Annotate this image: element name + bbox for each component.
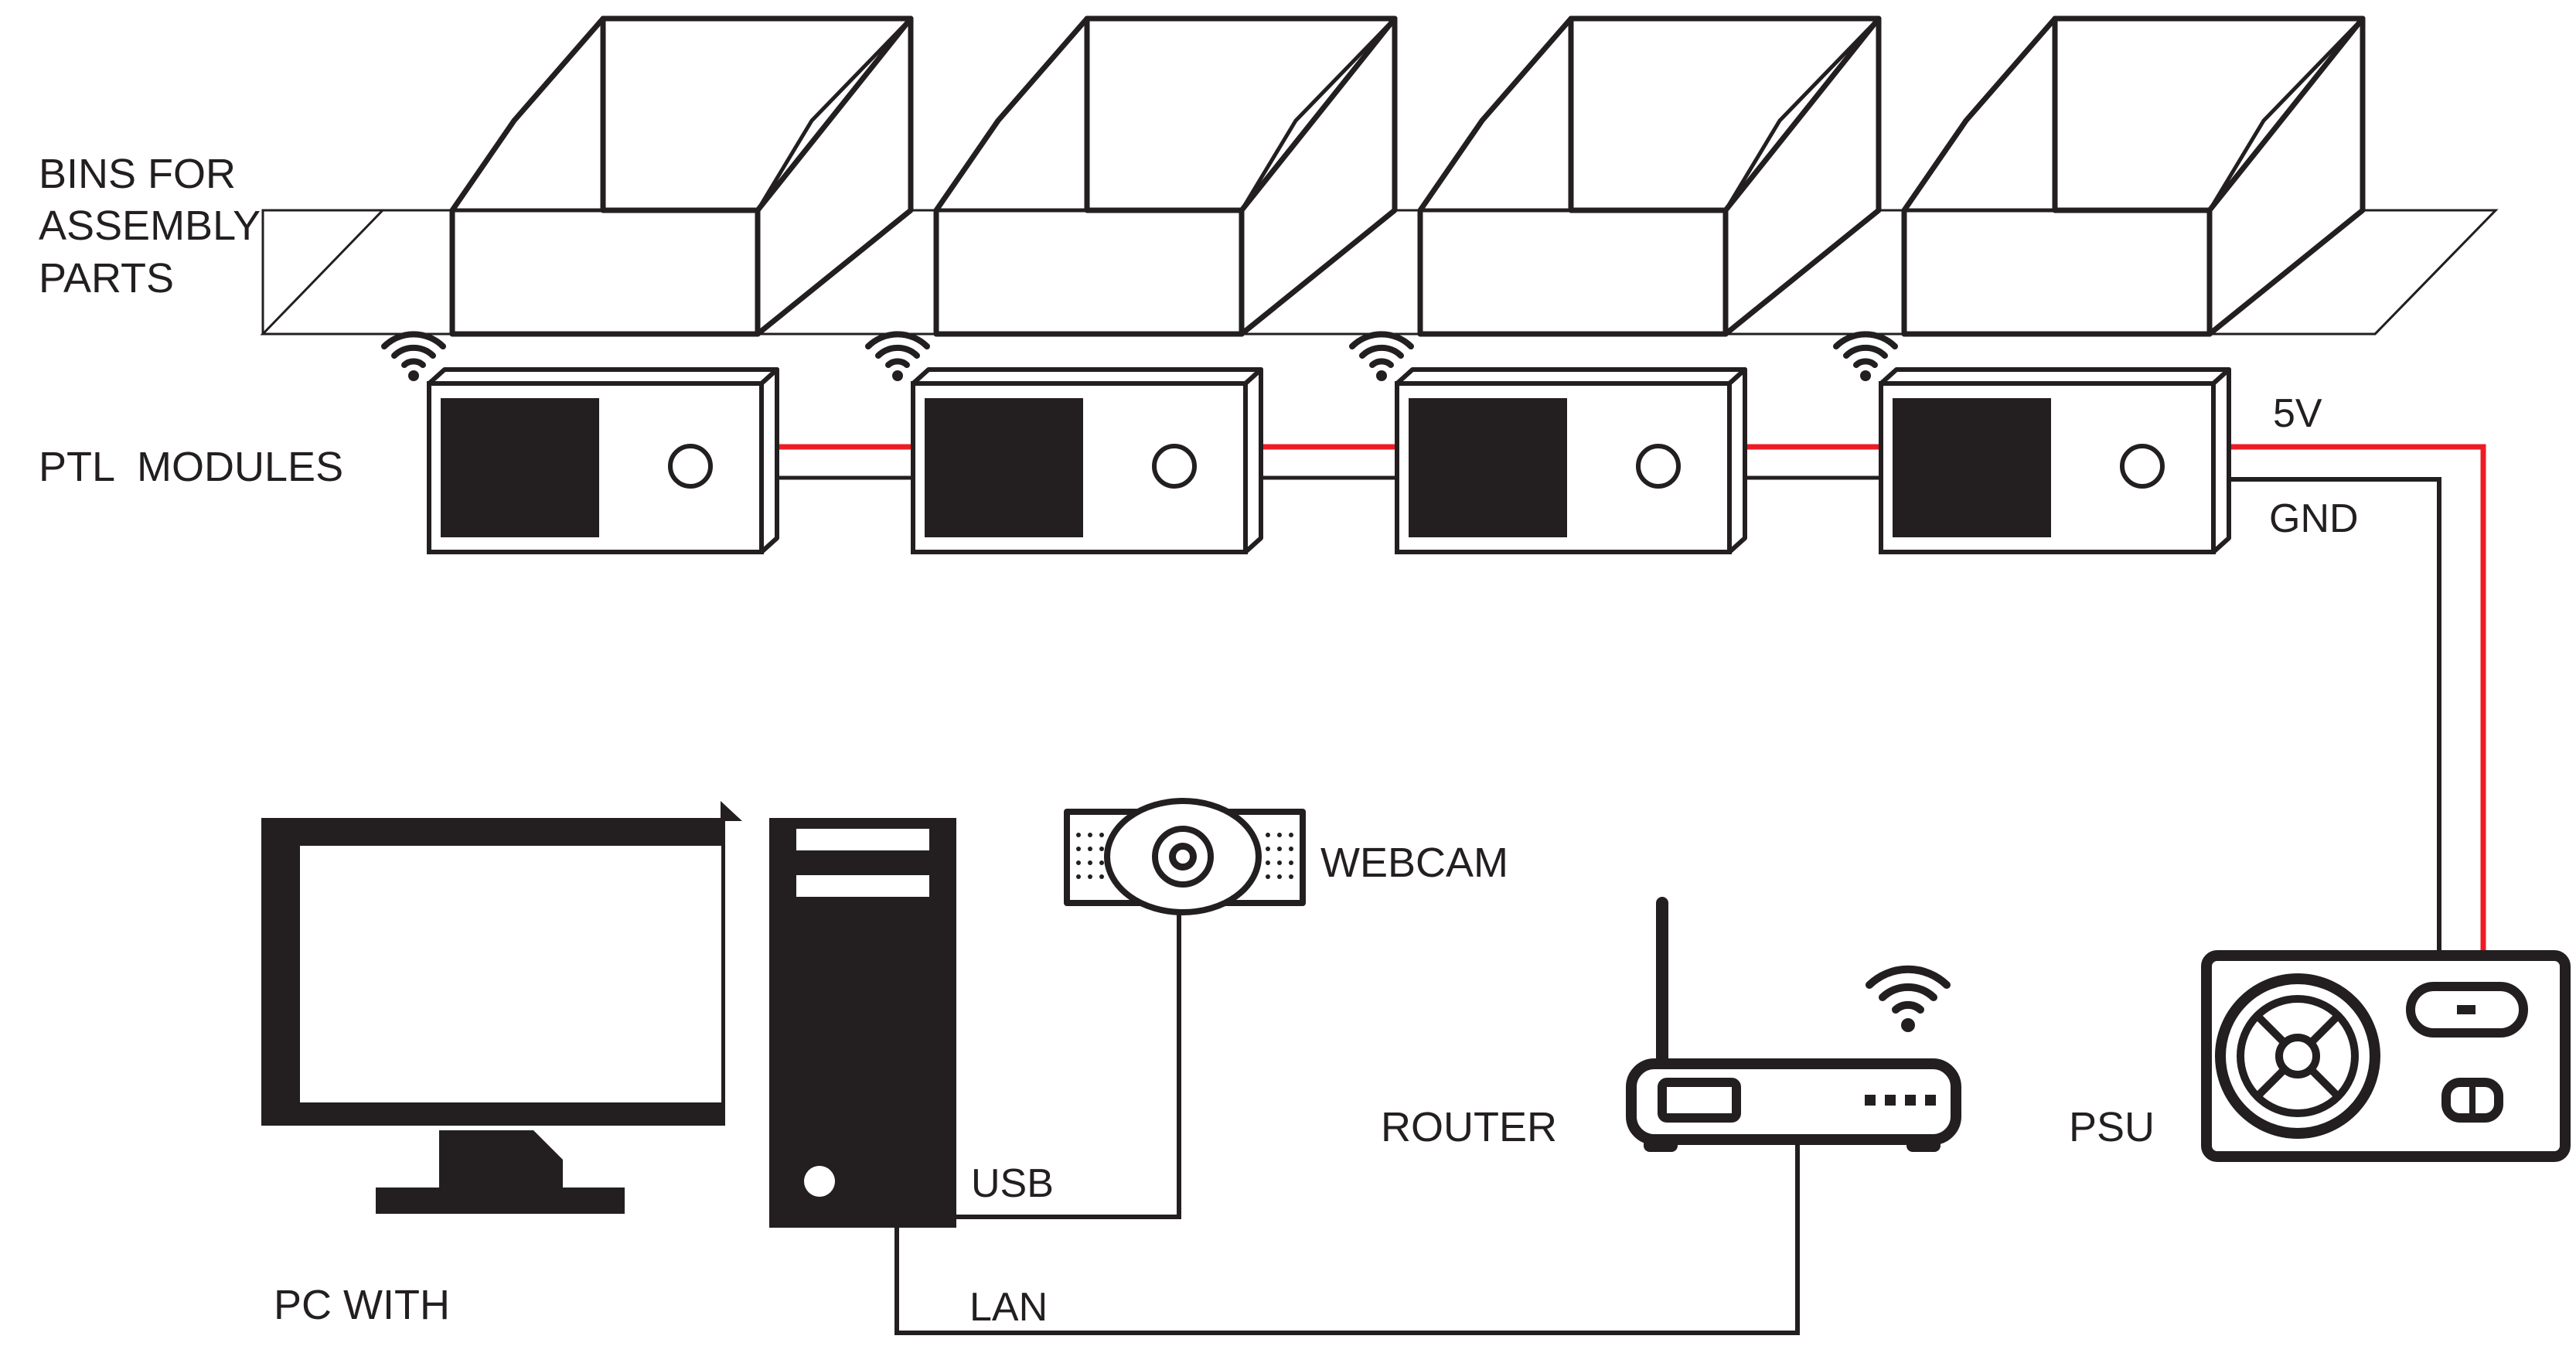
webcam-label: WEBCAM [1320, 840, 1508, 886]
shelf-outline [260, 209, 2499, 336]
wifi-icon [1866, 965, 1951, 1032]
ptl-module [911, 367, 1263, 554]
bins-label-line2: ASSEMBLY [39, 203, 261, 249]
power-line-5v [2223, 444, 2486, 956]
bin [449, 15, 914, 337]
pc-tower-icon [769, 818, 956, 1228]
psu-label: PSU [2069, 1104, 2155, 1150]
router-icon [1626, 897, 1961, 1152]
power-bus [773, 444, 1884, 480]
wifi-icon [865, 331, 930, 381]
lan-label: LAN [969, 1285, 1048, 1330]
usb-label: USB [971, 1161, 1054, 1206]
usb-cable [956, 909, 1181, 1219]
ptl-module [427, 367, 779, 554]
gnd-label: GND [2269, 496, 2359, 541]
bins-label-line3: PARTS [39, 255, 174, 302]
router-label: ROUTER [1381, 1104, 1557, 1150]
ptl-module [1879, 367, 2231, 554]
wifi-icon [1349, 331, 1414, 381]
webcam-icon [1064, 798, 1306, 915]
pc-label: PC WITH [274, 1282, 450, 1328]
bin [1417, 15, 1882, 337]
wifi-icon [1833, 331, 1898, 381]
psu-icon [2201, 950, 2571, 1162]
ptl-module [1395, 367, 1747, 554]
power-line-gnd [2223, 477, 2441, 956]
ptl-modules-label: PTL MODULES [39, 444, 343, 490]
bin [933, 15, 1398, 337]
bins-label-line1: BINS FOR [39, 151, 236, 197]
monitor-icon [261, 801, 742, 1214]
lan-cable [894, 1140, 1800, 1335]
wifi-icon [381, 331, 446, 381]
bin [1901, 15, 2366, 337]
5v-label: 5V [2273, 391, 2322, 436]
